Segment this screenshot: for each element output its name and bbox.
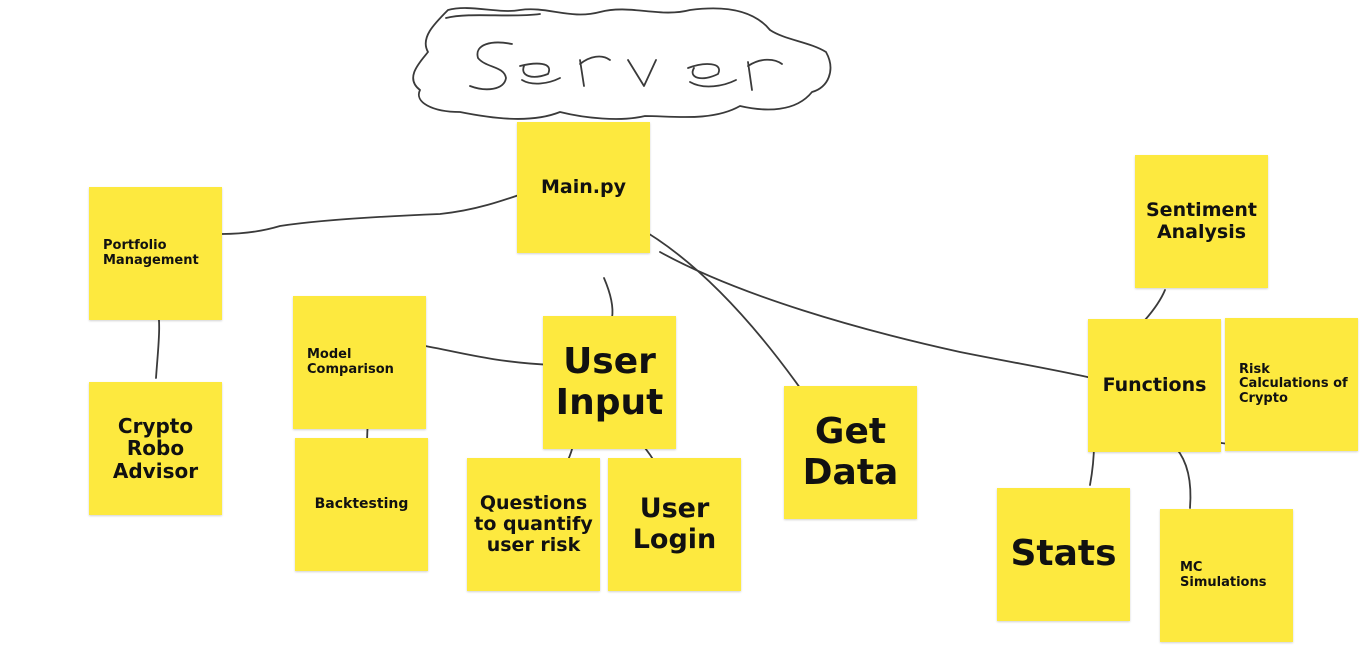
sticky-model-comparison-label: Model Comparison bbox=[307, 346, 394, 377]
sticky-sentiment-analysis-label: Sentiment Analysis bbox=[1146, 199, 1257, 243]
sticky-mc-simulations-label: MC Simulations bbox=[1180, 559, 1267, 590]
server-scribble-e2 bbox=[687, 63, 737, 88]
sticky-portfolio-management-label: Portfolio Management bbox=[103, 237, 199, 268]
sticky-user-input[interactable]: User Input bbox=[543, 316, 676, 449]
sticky-crypto-robo-advisor-label: Crypto Robo Advisor bbox=[112, 413, 199, 483]
connector-functions-sentiment bbox=[1144, 289, 1166, 321]
sticky-main-py-label: Main.py bbox=[541, 175, 626, 198]
sticky-portfolio-management[interactable]: Portfolio Management bbox=[89, 187, 222, 320]
sticky-functions-label: Functions bbox=[1102, 373, 1207, 396]
sticky-main-py[interactable]: Main.py bbox=[517, 122, 650, 253]
server-scribble-r bbox=[579, 55, 611, 87]
sticky-backtesting-label: Backtesting bbox=[314, 495, 409, 512]
server-scribble-S bbox=[469, 41, 513, 91]
sticky-backtesting[interactable]: Backtesting bbox=[295, 438, 428, 571]
sticky-stats-label: Stats bbox=[1010, 533, 1117, 575]
server-scribble-e bbox=[519, 62, 561, 85]
sticky-risk-calculations-label: Risk Calculations of Crypto bbox=[1239, 361, 1348, 406]
sticky-user-login[interactable]: User Login bbox=[608, 458, 741, 591]
sticky-sentiment-analysis[interactable]: Sentiment Analysis bbox=[1135, 155, 1268, 288]
sticky-functions[interactable]: Functions bbox=[1088, 319, 1221, 452]
connector-main-portfolio bbox=[221, 185, 546, 235]
server-cloud-inner-contour bbox=[445, 13, 541, 19]
sticky-questions-user-risk[interactable]: Questions to quantify user risk bbox=[467, 458, 600, 591]
sticky-get-data-label: Get Data bbox=[802, 411, 899, 493]
server-cloud-outline bbox=[412, 7, 832, 120]
sticky-crypto-robo-advisor[interactable]: Crypto Robo Advisor bbox=[89, 382, 222, 515]
sticky-user-login-label: User Login bbox=[632, 493, 717, 555]
sticky-stats[interactable]: Stats bbox=[997, 488, 1130, 621]
connector-functions-mc bbox=[1175, 447, 1192, 509]
connector-main-userinput bbox=[603, 277, 614, 319]
server-scribble-v bbox=[627, 59, 657, 87]
sticky-mc-simulations[interactable]: MC Simulations bbox=[1160, 509, 1293, 642]
sticky-questions-user-risk-label: Questions to quantify user risk bbox=[474, 491, 593, 557]
sticky-risk-calculations[interactable]: Risk Calculations of Crypto bbox=[1225, 318, 1358, 451]
connector-main-functions bbox=[659, 251, 1101, 381]
server-scribble-r2 bbox=[747, 58, 783, 91]
sticky-user-input-label: User Input bbox=[555, 341, 664, 423]
sticky-model-comparison[interactable]: Model Comparison bbox=[293, 296, 426, 429]
connector-model-userinput bbox=[413, 343, 553, 366]
sticky-get-data[interactable]: Get Data bbox=[784, 386, 917, 519]
